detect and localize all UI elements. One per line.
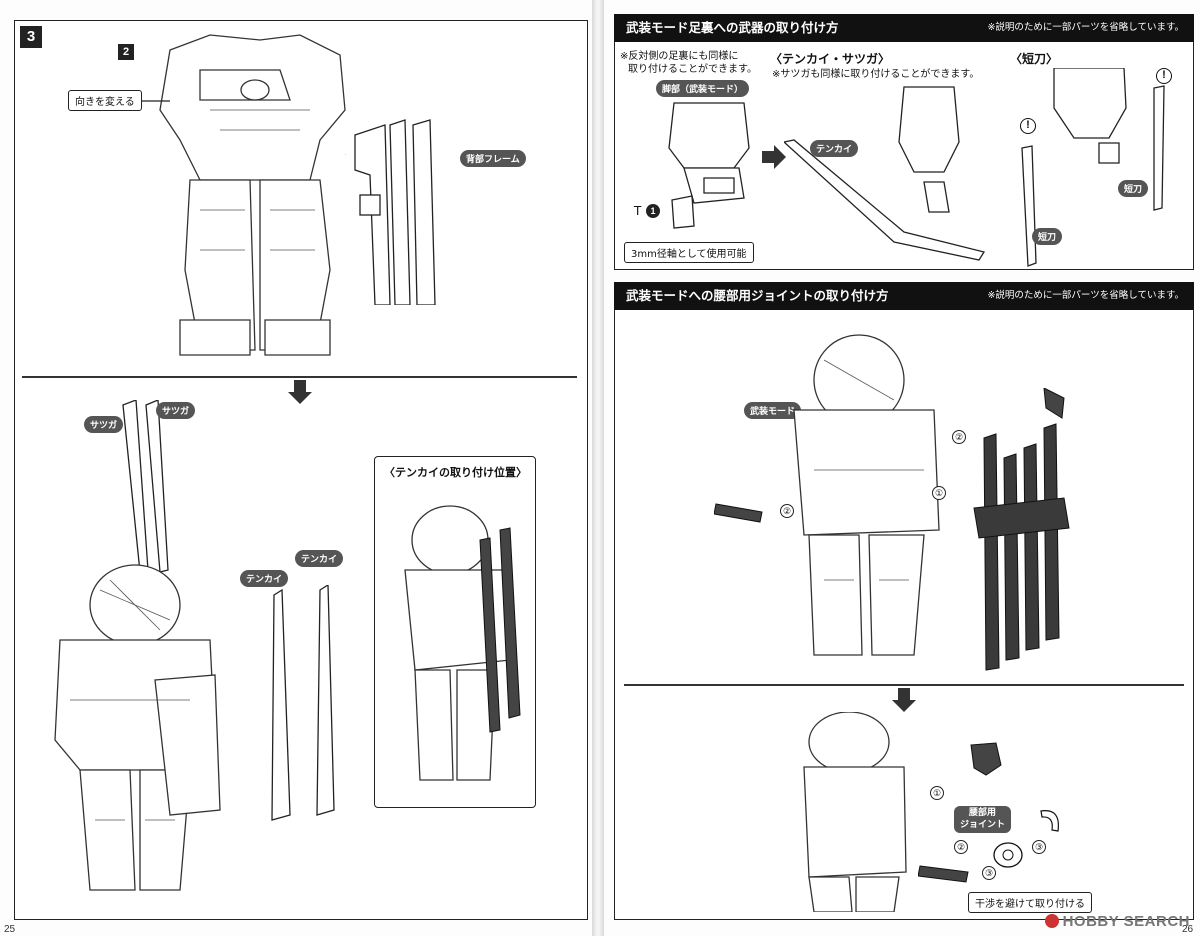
robot-back-illustration [140, 30, 380, 360]
waist-joint-label-line2: ジョイント [960, 819, 1006, 830]
shaft-label: 3mm径軸として使用可能 [624, 242, 754, 263]
step2-marker-b: ② [952, 430, 966, 444]
right-page: 武装モード足裏への武器の取り付け方 ※説明のために一部パーツを省略しています。 … [604, 0, 1200, 936]
small-grip-part [714, 496, 774, 526]
watermark-text: HOBBY SEARCH [1062, 913, 1190, 930]
tanto-label-2: 短刀 [1032, 228, 1063, 245]
satsuga-swords [118, 400, 178, 580]
turn-direction-label: 向きを変える [68, 90, 142, 111]
tenkai-swords [262, 585, 352, 825]
section1-title: 武装モード足裏への武器の取り付け方 [626, 20, 839, 35]
tanto-label-1: 短刀 [1118, 180, 1149, 197]
small-hook-part [1036, 806, 1066, 836]
part-t-number: 1 [646, 204, 660, 218]
tenkai-position-illustration [395, 500, 525, 790]
section1-header: 武装モード足裏への武器の取り付け方 ※説明のために一部パーツを省略しています。 [614, 14, 1194, 42]
waist-joint-label: 腰部用 ジョイント [954, 806, 1012, 834]
tenkai-label-right: テンカイ [810, 140, 859, 157]
down-arrow-right [892, 688, 916, 712]
caution-icon-2: ! [1156, 68, 1172, 84]
step3-marker-a: ③ [982, 866, 996, 880]
left-page-number: 25 [4, 924, 16, 935]
left-page: 3 2 向きを変える [0, 0, 592, 936]
leg-armed-mode-label: 脚部（武装モード） [656, 80, 750, 97]
tanto-illustration [1014, 68, 1174, 268]
satsuga-label-1: サツガ [84, 416, 124, 433]
avoid-interference-label: 干渉を避けて取り付ける [968, 892, 1092, 913]
robot-assembly-illustration [40, 560, 230, 900]
tenkai-satsuga-title: 〈テンカイ・サツガ〉 [770, 52, 891, 66]
robot-waist-joint-illustration [794, 712, 914, 912]
grip-part-lower [918, 860, 978, 884]
step3-marker-b: ③ [1032, 840, 1046, 854]
tenkai-satsuga-note: ※サツガも同様に取り付けることができます。 [772, 69, 980, 80]
section1-arrow-right [762, 145, 786, 169]
joint-top-part [966, 740, 1006, 780]
section1-note: ※説明のために一部パーツを省略しています。 [987, 22, 1184, 33]
turn-direction-arrow [142, 96, 172, 106]
step2-marker-c: ② [954, 840, 968, 854]
back-frame-part [345, 115, 445, 305]
step1-marker-b: ① [930, 786, 944, 800]
satsuga-label-2: サツガ [156, 402, 196, 419]
section2-note: ※説明のために一部パーツを省略しています。 [987, 290, 1184, 301]
back-frame-label: 背部フレーム [460, 150, 526, 167]
book-spine [592, 0, 604, 936]
section1-left-note-1: ※反対側の足裏にも同様に [620, 51, 739, 62]
section1-left-note-2: 取り付けることができます。 [628, 64, 757, 75]
down-arrow-left [288, 380, 312, 404]
leg-illustration [664, 98, 764, 208]
tenkai-label-2: テンカイ [295, 550, 344, 567]
section2-title: 武装モードへの腰部用ジョイントの取り付け方 [626, 288, 889, 303]
step-number-badge: 3 [20, 26, 42, 48]
part-t-letter: T [634, 204, 642, 218]
section2-divider [624, 684, 1184, 686]
step2-marker-a: ② [780, 504, 794, 518]
armed-mode-label: 武装モード [744, 402, 802, 419]
part-t1-illustration [664, 192, 704, 232]
caution-icon-1: ! [1020, 118, 1036, 134]
tanto-title: 〈短刀〉 [1010, 52, 1059, 66]
tenkai-sword-leg-illustration [784, 82, 1004, 262]
armed-mode-robot-illustration [784, 320, 954, 660]
tenkai-position-title: 〈テンカイの取り付け位置〉 [384, 466, 527, 479]
dark-sheath-assembly [964, 388, 1094, 678]
waist-joint-label-line1: 腰部用 [969, 808, 997, 818]
watermark: HOBBY SEARCH [1044, 913, 1190, 930]
hobby-search-logo-icon [1044, 914, 1059, 928]
section2-header: 武装モードへの腰部用ジョイントの取り付け方 ※説明のために一部パーツを省略してい… [614, 282, 1194, 310]
substep-number-badge: 2 [118, 44, 134, 60]
tenkai-label-1: テンカイ [240, 570, 289, 587]
step1-marker-a: ① [932, 486, 946, 500]
waist-joint-part [990, 838, 1030, 872]
right-page-number: 26 [1182, 924, 1194, 935]
left-divider [22, 376, 577, 378]
